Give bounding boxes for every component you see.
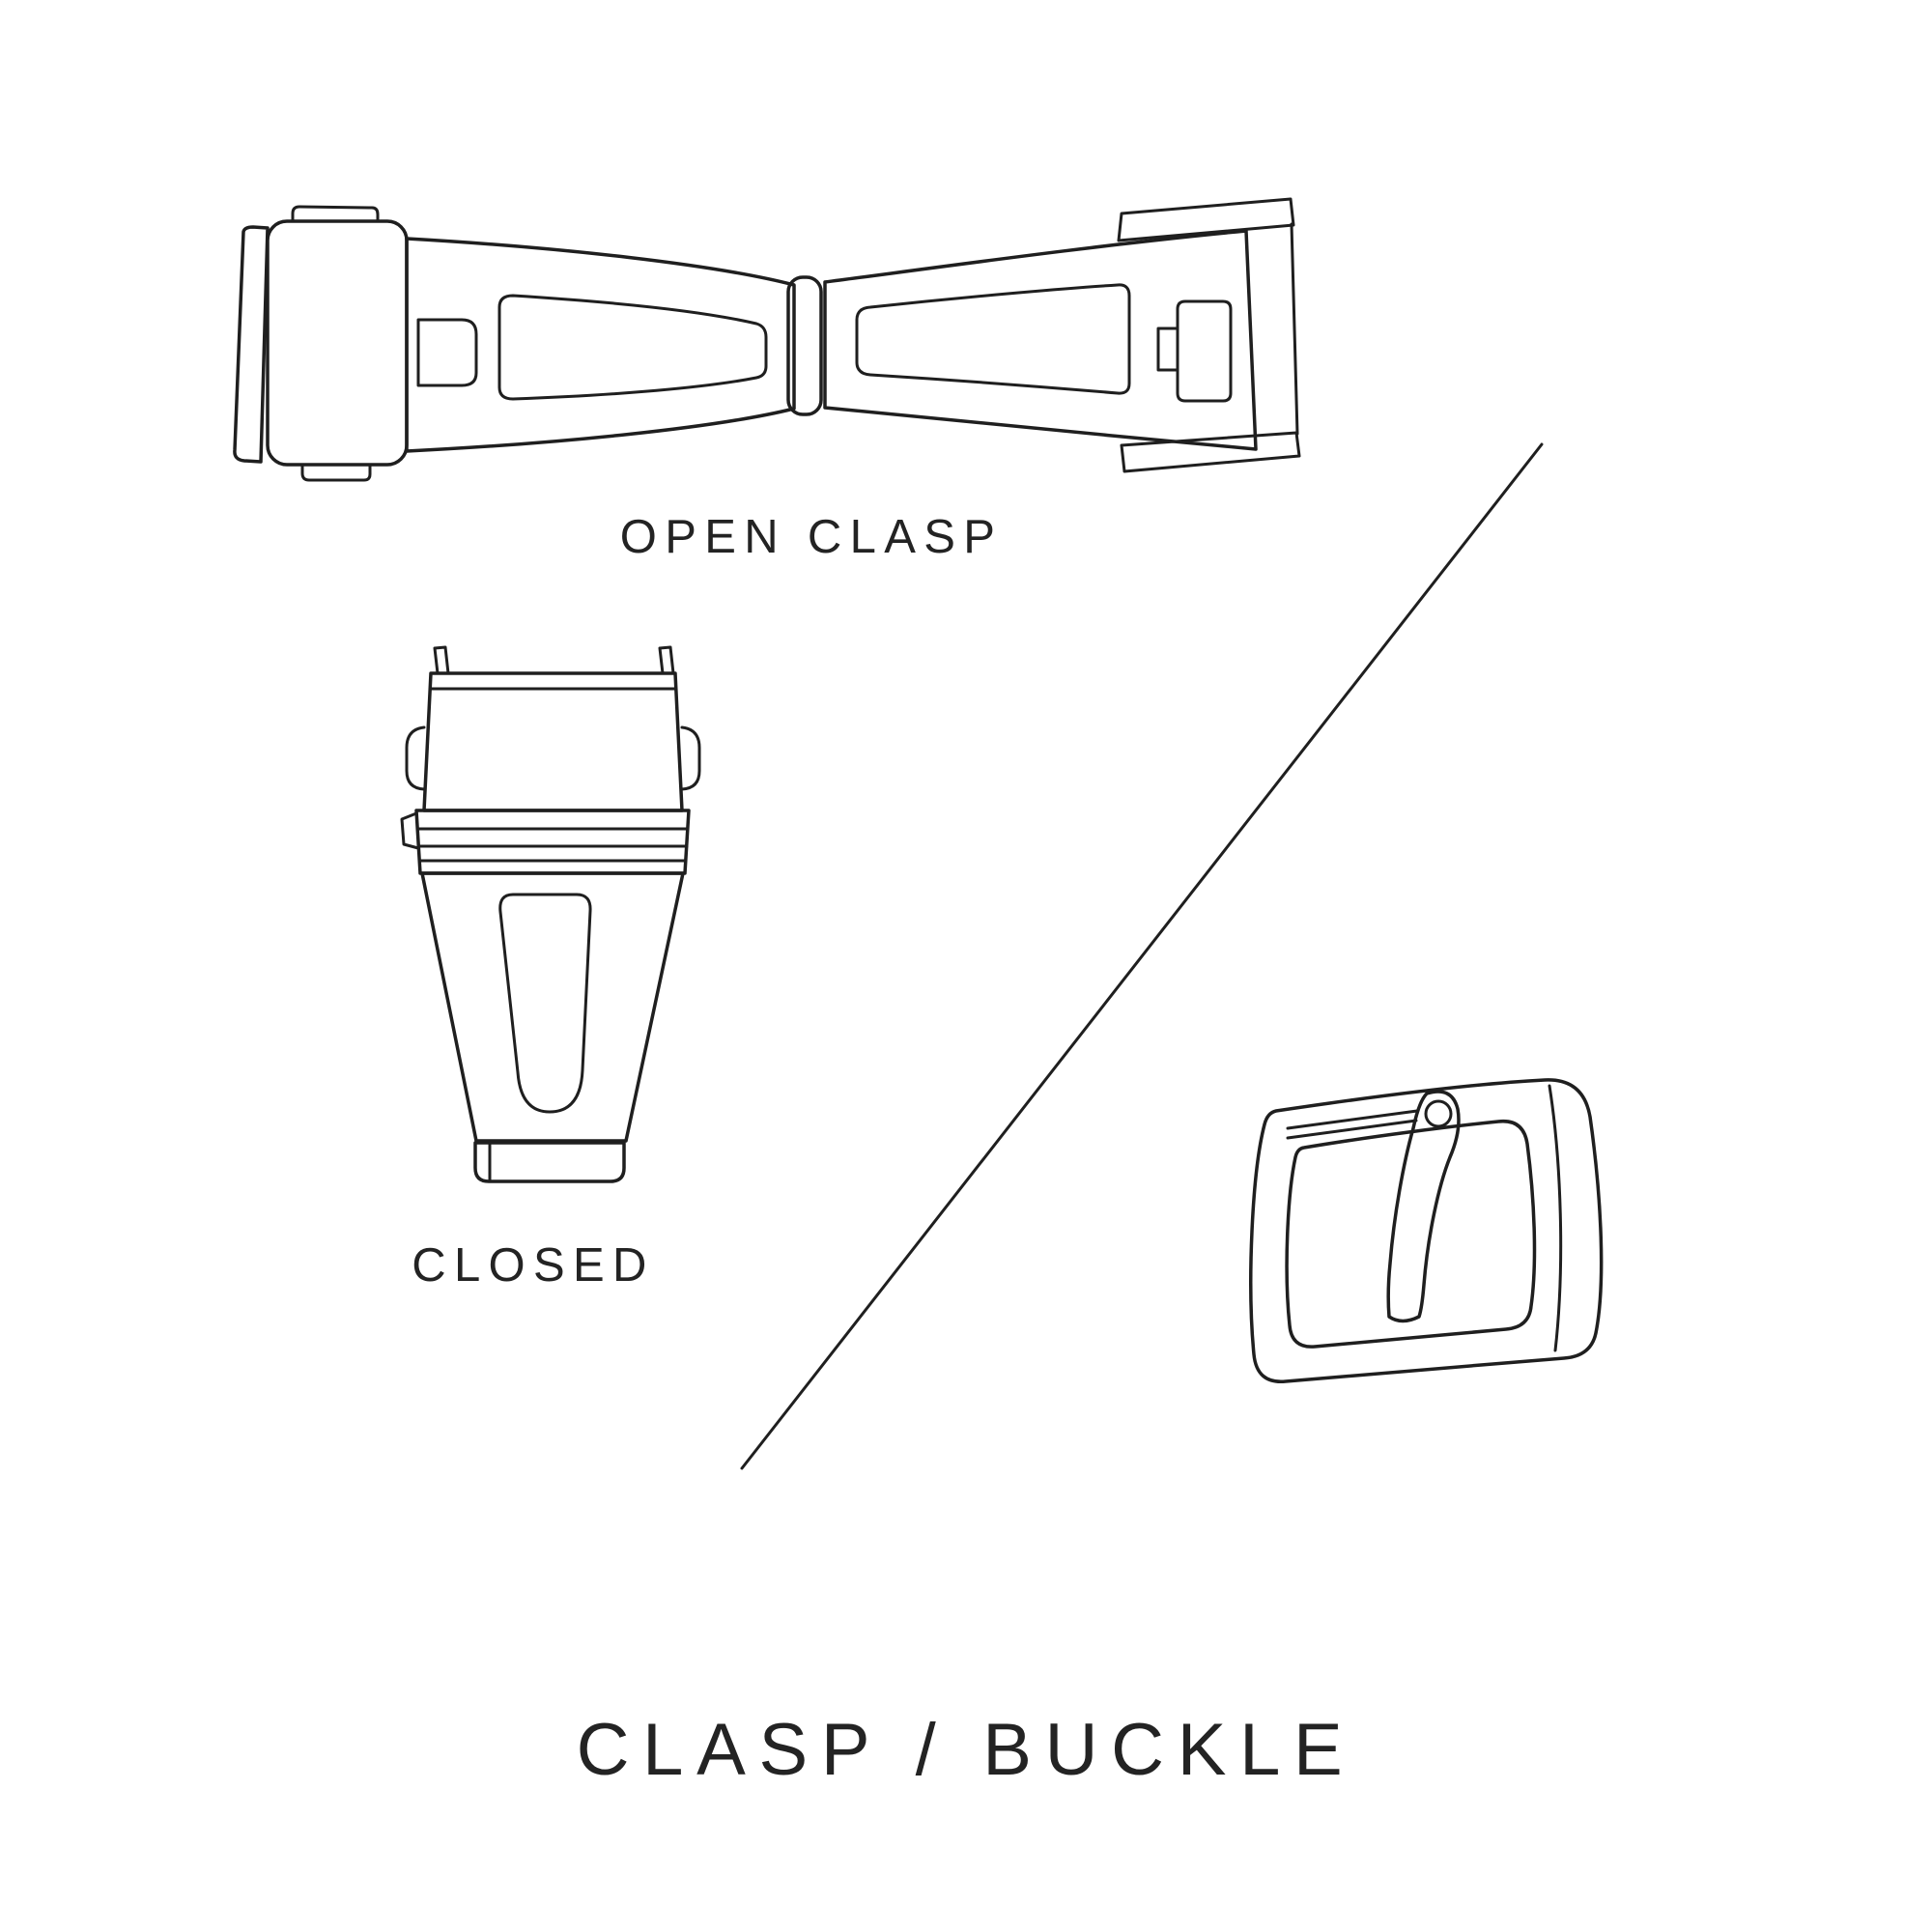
open-clasp-right-top-flange (1117, 197, 1295, 242)
closed-clasp-illustration (400, 645, 701, 1183)
closed-clasp-prong-right (658, 645, 675, 675)
open-clasp-left-link (266, 219, 409, 467)
buckle-outer-frame (1249, 1078, 1604, 1383)
diagonal-divider-line (740, 442, 1544, 1470)
buckle-pin-axle-bottom (1286, 1119, 1418, 1140)
open-clasp-illustration (233, 197, 1301, 482)
closed-clasp-ear-left (405, 725, 426, 791)
closed-clasp-slot (498, 893, 592, 1114)
buckle-tongue (1386, 1090, 1461, 1323)
closed-clasp-bottom-bar (473, 1141, 626, 1183)
open-clasp-right-end-edge (1290, 222, 1299, 436)
open-clasp-top-bump (291, 205, 380, 223)
closed-clasp-body (420, 871, 685, 1143)
buckle-pin-axle-top (1286, 1109, 1419, 1130)
open-clasp-hinge (786, 275, 823, 416)
closed-clasp-ear-right (680, 725, 701, 791)
open-clasp-right-arm (823, 229, 1258, 451)
open-clasp-left-notch (416, 318, 478, 387)
buckle-inner-opening (1285, 1119, 1537, 1349)
open-clasp-bottom-tab (300, 463, 372, 482)
closed-clasp-band-tab (400, 811, 420, 850)
closed-clasp-prong-left (433, 645, 450, 675)
open-clasp-label: OPEN CLASP (619, 511, 1004, 563)
open-clasp-right-hook (1156, 327, 1179, 372)
open-clasp-left-arm-inner (497, 294, 768, 401)
buckle-illustration (1249, 1078, 1604, 1383)
closed-clasp-label: CLOSED (412, 1239, 655, 1292)
buckle-band-contour (1548, 1084, 1563, 1352)
open-clasp-right-bottom-flange (1120, 431, 1301, 473)
closed-clasp-band (414, 809, 691, 875)
open-clasp-right-arm-inner (855, 283, 1131, 395)
open-clasp-left-strip (233, 225, 270, 464)
closed-clasp-top-block (422, 671, 684, 812)
open-clasp-right-keeper (1176, 299, 1233, 403)
open-clasp-left-arm (405, 237, 796, 453)
page-title: CLASP / BUCKLE (576, 1709, 1356, 1791)
buckle-tongue-loop (1424, 1099, 1453, 1128)
